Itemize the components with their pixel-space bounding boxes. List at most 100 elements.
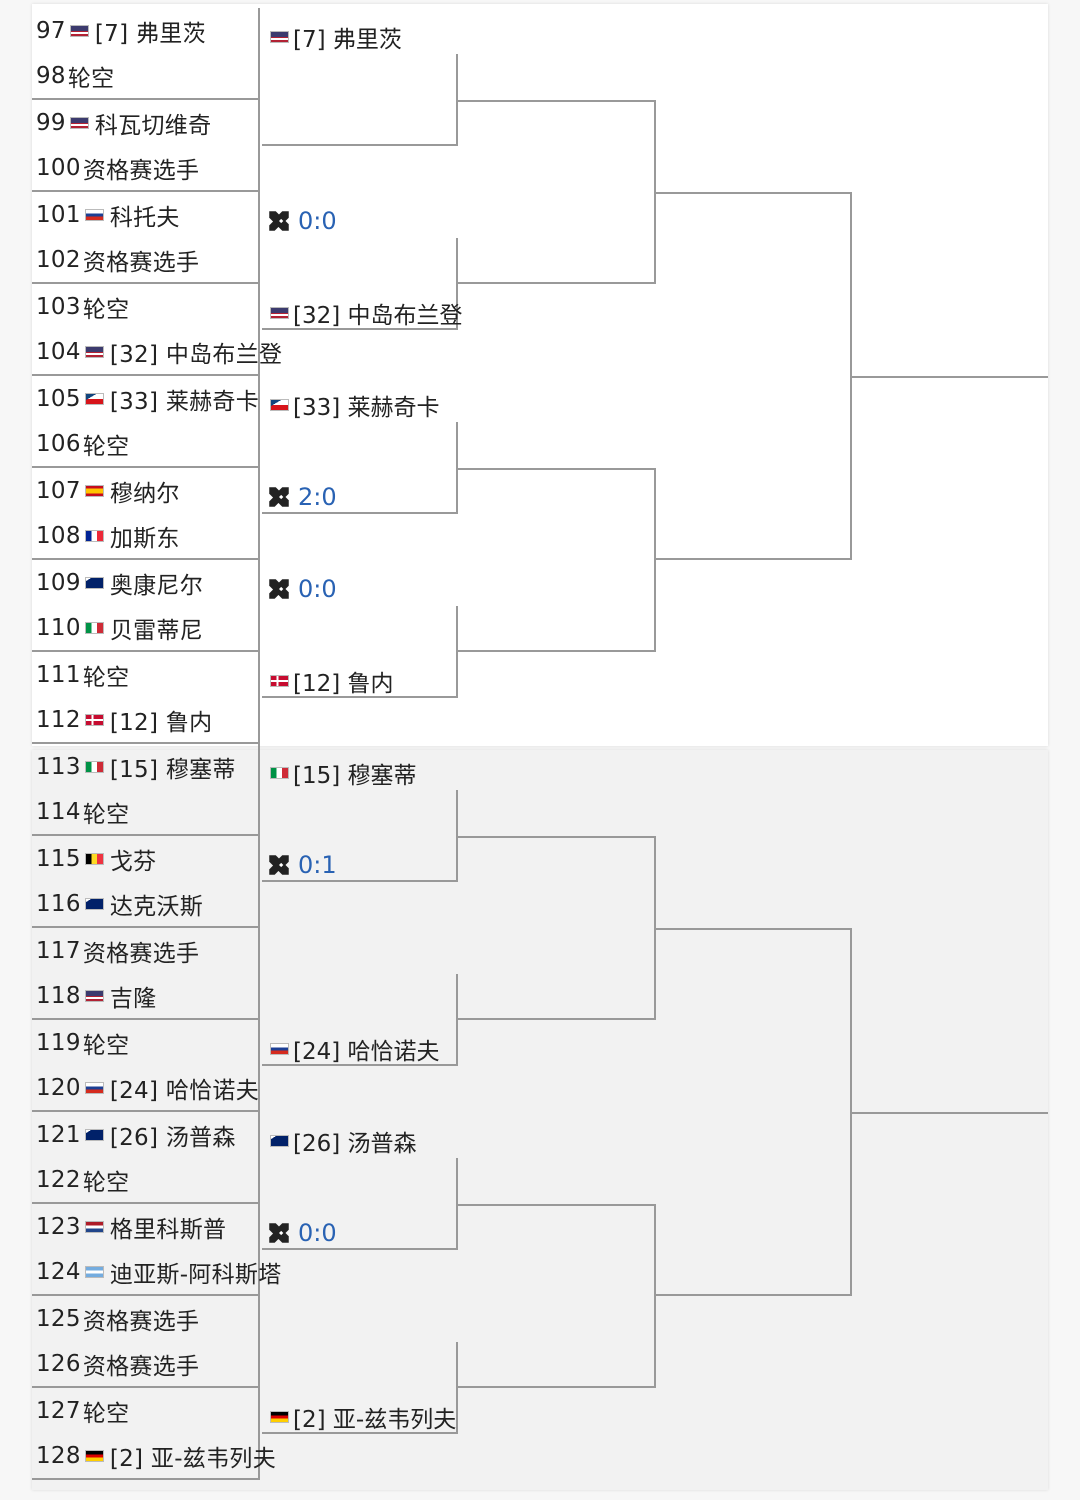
player-name: [26] 汤普森 <box>293 1131 417 1157</box>
advancing-player[interactable]: [7] 弗里茨 <box>266 20 402 54</box>
round3-right-line <box>654 1204 656 1388</box>
score-value: 0:0 <box>298 575 337 603</box>
player-entry[interactable]: 105[33] 莱赫奇卡 <box>36 384 259 415</box>
argentina-flag-icon <box>84 1266 104 1278</box>
player-name: 穆纳尔 <box>109 481 180 507</box>
player-name: [12] 鲁内 <box>293 671 394 697</box>
draw-number: 126 <box>36 1351 81 1377</box>
advancing-player[interactable]: [26] 汤普森 <box>266 1124 417 1158</box>
round2-match <box>262 422 458 514</box>
player-entry[interactable]: 97[7] 弗里茨 <box>36 16 206 47</box>
player-entry[interactable]: 128[2] 亚-兹韦列夫 <box>36 1441 277 1472</box>
player-name: 轮空 <box>82 297 130 323</box>
player-entry[interactable]: 120[24] 哈恰诺夫 <box>36 1073 259 1104</box>
player-entry[interactable]: 109 奥康尼尔 <box>36 568 204 599</box>
round5-line-top <box>852 376 1048 378</box>
round3-bottom-line <box>458 650 654 652</box>
player-entry[interactable]: 104[32] 中岛布兰登 <box>36 337 282 368</box>
player-name: 资格赛选手 <box>82 158 200 184</box>
czech-flag-icon <box>270 399 289 411</box>
score-value: 0:1 <box>298 851 337 879</box>
round4-bottom-line <box>656 1294 850 1296</box>
draw-number: 109 <box>36 570 81 596</box>
advancing-player[interactable]: [33] 莱赫奇卡 <box>266 388 440 422</box>
draw-number: 125 <box>36 1306 81 1332</box>
draw-number: 105 <box>36 386 81 412</box>
round5-line-bottom <box>852 1112 1048 1114</box>
player-name: 奥康尼尔 <box>109 573 204 599</box>
round1-match <box>32 376 260 468</box>
round3-top-line <box>458 468 654 470</box>
round1-match <box>32 744 260 836</box>
advancing-player[interactable]: [12] 鲁内 <box>266 664 394 698</box>
player-entry[interactable]: 121[26] 汤普森 <box>36 1120 236 1151</box>
round3-bottom-line <box>458 1386 654 1388</box>
round3-right-line <box>654 836 656 1020</box>
advancing-player[interactable]: [24] 哈恰诺夫 <box>266 1032 440 1066</box>
player-entry[interactable]: 112[12] 鲁内 <box>36 705 212 736</box>
match-score[interactable]: 2:0 <box>266 480 337 514</box>
advancing-player[interactable]: [32] 中岛布兰登 <box>266 296 463 330</box>
bracket-section-bottom <box>32 750 1048 1490</box>
draw-number: 100 <box>36 155 81 181</box>
match-score[interactable]: 0:0 <box>266 572 337 606</box>
player-name: 轮空 <box>82 1401 130 1427</box>
belgium-flag-icon <box>84 853 104 865</box>
advancing-player[interactable]: [15] 穆塞蒂 <box>266 756 417 790</box>
player-name: 迪亚斯-阿科斯塔 <box>109 1262 282 1288</box>
round4-right-line <box>850 192 852 560</box>
advancing-player[interactable]: [2] 亚-兹韦列夫 <box>266 1400 456 1434</box>
draw-number: 111 <box>36 662 81 688</box>
round1-match <box>32 192 260 284</box>
round2-match <box>262 54 458 146</box>
draw-number: 99 <box>36 110 66 136</box>
us-flag-icon <box>69 117 89 129</box>
player-name: 轮空 <box>82 1170 130 1196</box>
denmark-flag-icon <box>84 714 104 726</box>
draw-number: 98 <box>36 63 66 89</box>
draw-number: 122 <box>36 1167 81 1193</box>
russia-flag-icon <box>84 1082 104 1094</box>
match-score[interactable]: 0:1 <box>266 848 337 882</box>
draw-number: 117 <box>36 938 81 964</box>
round2-match <box>262 606 458 698</box>
us-flag-icon <box>84 346 104 358</box>
match-score[interactable]: 0:0 <box>266 1216 337 1250</box>
player-name: [33] 莱赫奇卡 <box>293 395 440 421</box>
czech-flag-icon <box>84 393 104 405</box>
round3-right-line <box>654 100 656 284</box>
round2-match <box>262 790 458 882</box>
draw-number: 113 <box>36 754 81 780</box>
player-name: [2] 亚-兹韦列夫 <box>109 1446 277 1472</box>
match-score[interactable]: 0:0 <box>266 204 337 238</box>
draw-number: 118 <box>36 983 81 1009</box>
player-name: [2] 亚-兹韦列夫 <box>293 1407 457 1433</box>
player-entry[interactable]: 113[15] 穆塞蒂 <box>36 752 236 783</box>
draw-number: 114 <box>36 799 81 825</box>
round1-match <box>32 652 260 744</box>
player-name: 科托夫 <box>109 205 180 231</box>
